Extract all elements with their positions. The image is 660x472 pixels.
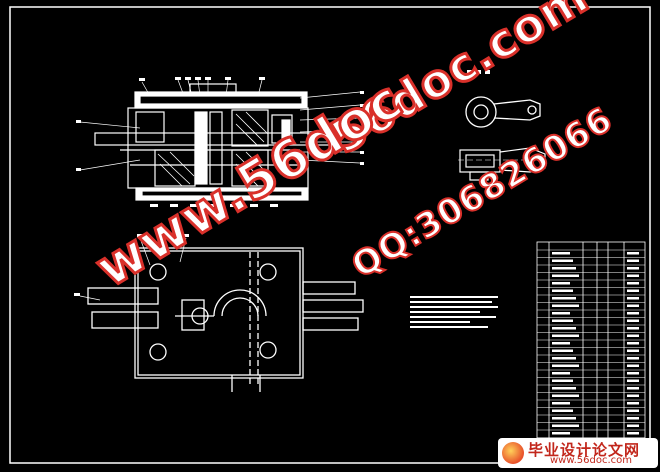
parts-list-row-text	[552, 394, 579, 397]
parts-list-row-text	[552, 424, 579, 427]
parts-list-row-note	[627, 312, 639, 315]
parts-list-row-note	[627, 402, 639, 405]
parts-list-row-note	[627, 432, 639, 435]
parts-list-row-text	[552, 357, 576, 360]
parts-list-row-note	[627, 267, 639, 270]
parts-list-row-text	[552, 327, 576, 330]
part-detail-bottom	[458, 147, 548, 181]
globe-icon	[502, 442, 524, 464]
parts-list-row-note	[627, 297, 639, 300]
brand-logo: 毕业设计论文网 www.56doc.com	[498, 438, 658, 468]
plan-view-bottom	[87, 247, 364, 392]
parts-list-row-text	[552, 402, 570, 405]
parts-list-row-note	[627, 289, 639, 292]
parts-list-row-note	[627, 304, 639, 307]
parts-list-row-text	[552, 334, 579, 337]
parts-list-row-text	[552, 342, 570, 345]
parts-list-row-note	[627, 342, 639, 345]
parts-list-rows	[537, 249, 645, 442]
parts-list-row-note	[627, 372, 639, 375]
leader-lines-top	[79, 79, 361, 171]
parts-list-row-note	[627, 387, 639, 390]
balloon-labels-bottom	[74, 234, 189, 296]
parts-list-row-text	[552, 289, 573, 292]
parts-list-row-text	[552, 417, 576, 420]
brand-url: www.56doc.com	[550, 455, 633, 466]
parts-list-row-note	[627, 357, 639, 360]
detail-view-title-mark	[467, 70, 490, 74]
section-view-top	[94, 83, 361, 201]
parts-list-row-text	[552, 274, 579, 277]
part-detail-top	[465, 96, 541, 128]
parts-list-row-note	[627, 274, 639, 277]
parts-list-row-text	[552, 387, 576, 390]
parts-list-row-text	[552, 267, 576, 270]
parts-list-row-note	[627, 379, 639, 382]
parts-list-row-text	[552, 304, 579, 307]
parts-list-row-text	[552, 259, 573, 262]
parts-list-row-text	[552, 252, 570, 255]
parts-list-row-text	[552, 297, 576, 300]
brand-title: 毕业设计论文网	[528, 441, 641, 459]
parts-list-row-note	[627, 409, 639, 412]
parts-list-row-text	[552, 432, 570, 435]
parts-list-row-note	[627, 394, 639, 397]
parts-list-row-text	[552, 372, 570, 375]
parts-list-row-note	[627, 252, 639, 255]
parts-list-row-note	[627, 327, 639, 330]
parts-list-row-text	[552, 349, 573, 352]
parts-list-row-text	[552, 364, 579, 367]
parts-list-row-note	[627, 417, 639, 420]
parts-list-row-note	[627, 319, 639, 322]
technical-notes	[410, 296, 498, 328]
balloon-labels-top	[76, 77, 364, 207]
parts-list-row-text	[552, 409, 573, 412]
parts-list-row-note	[627, 424, 639, 427]
parts-list-row-note	[627, 259, 639, 262]
parts-list-row-note	[627, 364, 639, 367]
parts-list-row-text	[552, 319, 573, 322]
parts-list-row-note	[627, 349, 639, 352]
parts-list-row-note	[627, 334, 639, 337]
leader-lines-bottom	[79, 237, 187, 301]
parts-list-row-note	[627, 282, 639, 285]
parts-list-row-text	[552, 379, 573, 382]
parts-list-row-text	[552, 282, 570, 285]
drawing-frame	[9, 6, 651, 464]
parts-list-row-text	[552, 312, 570, 315]
